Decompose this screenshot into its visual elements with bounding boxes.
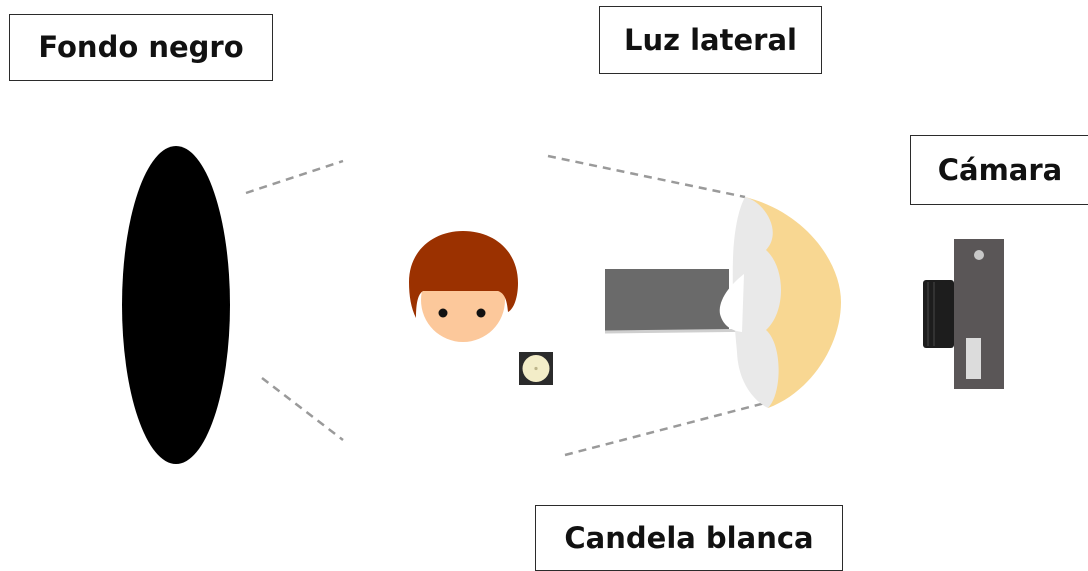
subject-hair <box>409 231 518 318</box>
guide-line-backdrop-bottom <box>261 377 344 441</box>
guide-line-light-top <box>547 154 746 199</box>
label-side-light: Luz lateral <box>599 6 822 74</box>
guide-line-light-bottom <box>564 401 766 457</box>
label-black-backdrop: Fondo negro <box>9 14 273 81</box>
softbox-inner-curve <box>719 274 744 332</box>
camera-lens <box>923 280 954 348</box>
dashed-guide-lines <box>245 154 766 457</box>
label-camera: Cámara <box>910 135 1088 205</box>
candle-wick <box>534 366 538 371</box>
subject-left-eye <box>438 308 448 318</box>
label-white-candle: Candela blanca <box>535 505 843 571</box>
subject-head <box>409 231 518 342</box>
subject-right-eye <box>476 308 486 318</box>
softbox-diffuser <box>732 197 781 408</box>
white-candle <box>519 352 553 385</box>
camera-shutter-button <box>974 250 984 260</box>
side-light <box>604 197 841 408</box>
black-backdrop <box>122 146 230 464</box>
camera-viewfinder <box>966 338 981 379</box>
guide-line-backdrop-top <box>245 159 344 195</box>
light-body <box>605 269 729 332</box>
camera-icon <box>923 239 1004 389</box>
